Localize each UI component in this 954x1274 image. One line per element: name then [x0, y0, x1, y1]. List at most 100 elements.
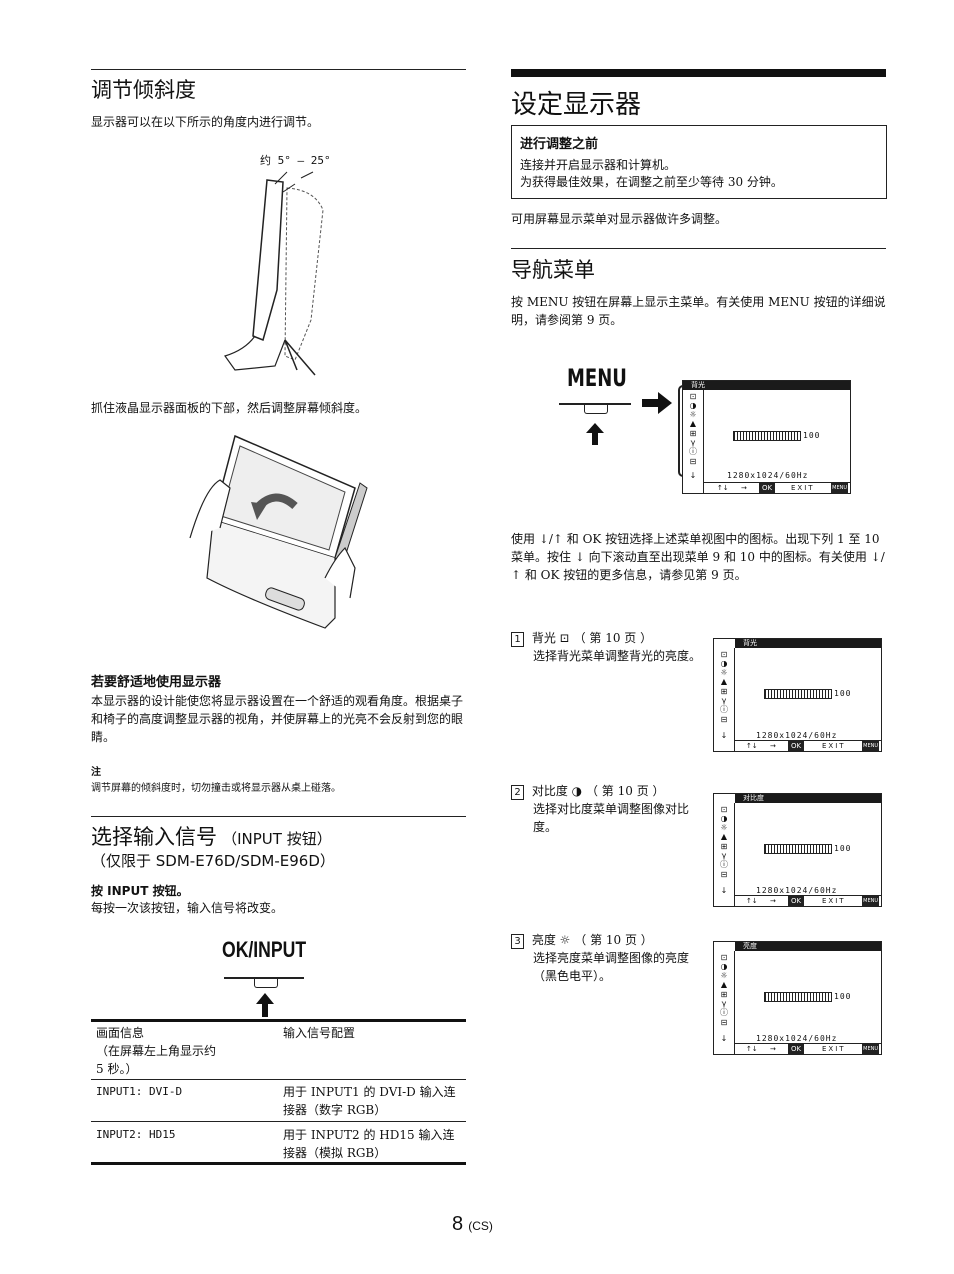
osd-title: 背光: [683, 381, 850, 390]
scroll-down-icon: ↓: [720, 886, 728, 895]
osd-icon-column: ⊡ ◑ ☼ ▲ ⊞ γ ⓘ ⊟ ↓: [714, 951, 735, 1054]
table-row: INPUT1: DVI-D: [96, 1085, 183, 1098]
section-rule: [511, 248, 886, 249]
input-desc: 每按一次该按钮，输入信号将改变。: [91, 901, 284, 915]
input-icon: ⊟: [720, 1018, 728, 1027]
item-number: 1: [511, 632, 524, 647]
item-number: 2: [511, 785, 524, 800]
button-edge: [559, 403, 631, 405]
menu-button-label: MENU: [567, 364, 627, 392]
nav-title: 导航菜单: [511, 258, 595, 282]
tilt-title: 调节倾斜度: [91, 78, 196, 102]
osd-level-value: 100: [834, 689, 852, 698]
osd-ok-tag: OK: [759, 483, 776, 493]
item-page: （ 第 10 页 ）: [573, 631, 653, 645]
menu-button[interactable]: [584, 405, 608, 414]
backlight-icon: ⊡: [559, 631, 570, 645]
item-name: 亮度: [531, 933, 556, 947]
contrast-icon: ◑: [689, 401, 697, 410]
before-heading: 进行调整之前: [520, 137, 599, 152]
input-subtitle: （仅限于 SDM-E76D/SDM-E96D）: [91, 852, 335, 870]
position-icon: ⊞: [689, 429, 697, 438]
osd-resolution: 1280x1024/60Hz: [756, 886, 838, 895]
osd-title: 亮度: [735, 942, 881, 951]
brightness-icon: ☼: [720, 823, 728, 832]
item-name: 背光: [531, 631, 556, 645]
osd-footer: ↑↓ → OK EXIT MENU: [703, 482, 850, 493]
osd-footer: ↑↓ → OK EXIT MENU: [734, 895, 881, 906]
table-top-rule: [91, 1019, 466, 1022]
input-icon: ⊟: [720, 715, 728, 724]
contrast-icon: ◑: [720, 659, 728, 668]
osd-menu-tag: MENU: [862, 741, 879, 751]
nav-intro: 按 MENU 按钮在屏幕上显示主菜单。有关使用 MENU 按钮的详细说明，请参阅…: [511, 295, 886, 327]
item-page: （ 第 10 页 ）: [585, 784, 665, 798]
tilt-angle-label: 约 5° – 25°: [260, 154, 331, 167]
osd-title: 对比度: [735, 794, 881, 803]
table-row: 用于 INPUT2 的 HD15 输入连接器（模拟 RGB）: [283, 1128, 455, 1160]
tilt-intro: 显示器可以在以下所示的角度内进行调节。: [91, 115, 320, 129]
osd-menu-brightness: 亮度 ⊡ ◑ ☼ ▲ ⊞ γ ⓘ ⊟ ↓ 100 1280x1024/60Hz …: [713, 941, 882, 1055]
monitor-side-illustration: [224, 171, 324, 376]
osd-footer: ↑↓ → OK EXIT MENU: [734, 1043, 881, 1054]
before-adjust-box: 进行调整之前 连接并开启显示器和计算机。 为获得最佳效果，在调整之前至少等待 3…: [511, 125, 887, 199]
section-rule: [91, 816, 466, 817]
scroll-down-icon: ↓: [720, 731, 728, 740]
input-icon: ⊟: [720, 870, 728, 879]
info-icon: ⓘ: [689, 447, 697, 456]
item-desc: 选择背光菜单调整背光的亮度。: [533, 649, 702, 663]
item-page: （ 第 10 页 ）: [574, 933, 653, 947]
osd-resolution: 1280x1024/60Hz: [756, 1034, 838, 1043]
info-icon: ⓘ: [720, 705, 728, 714]
section-rule: [91, 69, 466, 70]
position-icon: ⊞: [720, 990, 728, 999]
osd-menu-main: 背光 ⊡ ◑ ☼ ▲ ⊞ γ ⓘ ⊟ ↓ 100 1280x1024/60Hz …: [682, 380, 851, 494]
arrow-right-icon: [642, 392, 672, 414]
arrow-up-icon: [586, 423, 604, 445]
osd-resolution: 1280x1024/60Hz: [727, 471, 809, 480]
position-icon: ⊞: [720, 687, 728, 696]
scroll-down-icon: ↓: [720, 1034, 728, 1043]
backlight-icon: ⊡: [720, 805, 728, 814]
osd-menu-contrast: 对比度 ⊡ ◑ ☼ ▲ ⊞ γ ⓘ ⊟ ↓ 100 1280x1024/60Hz…: [713, 793, 882, 907]
page-number: 8: [452, 1213, 464, 1235]
menu-item-2: 2 对比度 ◑ （ 第 10 页 ） 选择对比度菜单调整图像对比度。: [511, 782, 706, 836]
before-line: 连接并开启显示器和计算机。: [520, 158, 677, 172]
backlight-icon: ⊡: [720, 953, 728, 962]
ok-input-button[interactable]: [254, 979, 278, 988]
contrast-icon: ◑: [720, 962, 728, 971]
scroll-down-icon: ↓: [689, 471, 697, 480]
osd-ok-tag: OK: [788, 1044, 805, 1054]
item-number: 3: [511, 934, 524, 949]
osd-exit-label: EXIT: [822, 897, 846, 905]
table-header-left: 画面信息 （在屏幕左上角显示约 5 秒。）: [96, 1026, 217, 1076]
ok-input-button-label: OK/INPUT: [222, 937, 307, 962]
page-suffix: (CS): [468, 1219, 493, 1233]
osd-level-bar: [733, 431, 801, 441]
table-bottom-rule: [91, 1162, 466, 1165]
input-title: 选择输入信号: [91, 825, 217, 849]
table-header-right: 输入信号配置: [283, 1026, 356, 1040]
osd-level-bar: [764, 689, 832, 699]
contrast-icon: ◑: [571, 784, 583, 798]
input-press: 按 INPUT 按钮。: [91, 884, 189, 898]
osd-icon-column: ⊡ ◑ ☼ ▲ ⊞ γ ⓘ ⊟ ↓: [714, 803, 735, 906]
info-icon: ⓘ: [720, 860, 728, 869]
section-bar: [511, 69, 886, 77]
osd-ok-tag: OK: [788, 896, 805, 906]
nav-usage: 使用 ↓/↑ 和 OK 按钮选择上述菜单视图中的图标。出现下列 1 至 10 菜…: [511, 532, 885, 582]
gamma-icon: γ: [721, 696, 727, 705]
arrow-up-icon: [256, 993, 274, 1017]
osd-menu-backlight: 背光 ⊡ ◑ ☼ ▲ ⊞ γ ⓘ ⊟ ↓ 100 1280x1024/60Hz …: [713, 638, 882, 752]
color-icon: ▲: [720, 677, 728, 686]
osd-note: 可用屏幕显示菜单对显示器做许多调整。: [511, 212, 728, 226]
brightness-icon: ☼: [720, 668, 728, 677]
button-edge: [224, 977, 304, 979]
osd-level-bar: [764, 844, 832, 854]
osd-menu-tag: MENU: [831, 483, 848, 493]
comfort-heading: 若要舒适地使用显示器: [91, 675, 222, 690]
osd-exit-label: EXIT: [822, 742, 846, 750]
color-icon: ▲: [720, 832, 728, 841]
table-rule: [91, 1121, 466, 1122]
table-row: 用于 INPUT1 的 DVI-D 输入连接器（数字 RGB）: [283, 1085, 456, 1117]
